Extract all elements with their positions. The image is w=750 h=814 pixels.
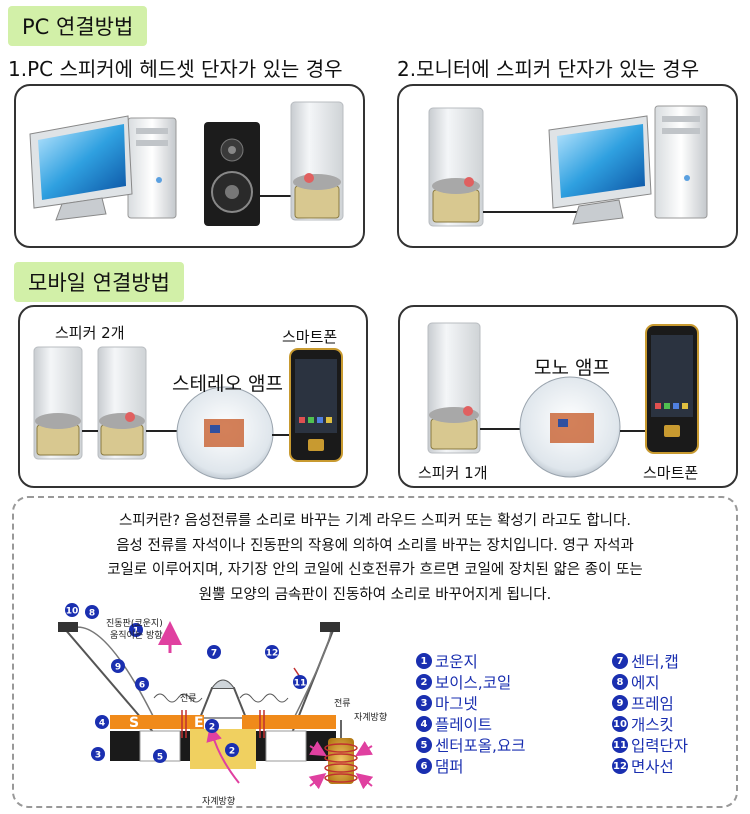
mono-amp-label: 모노 앰프 (534, 357, 610, 379)
explanation-box: 스피커란? 음성전류를 소리로 바꾸는 기계 라우드 스피커 또는 확성기 라고… (12, 496, 738, 808)
callout-number: 4 (99, 719, 105, 729)
pc-case2-title: 2.모니터에 스피커 단자가 있는 경우 (397, 57, 700, 81)
callout-number: 7 (211, 649, 217, 659)
pc-monitor-illustration (428, 105, 708, 227)
mono-smartphone-label: 스마트폰 (643, 464, 699, 482)
callout-number: 1 (133, 627, 139, 637)
explanation-line: 코일로 이루어지며, 자기장 안의 코일에 신호전류가 흐르면 코일에 장치된 … (107, 562, 643, 578)
vibration-direction-label-2: 움직이는 방향 (110, 631, 163, 641)
magnet-direction-label: 자계방향 (202, 797, 236, 807)
mono-illustration (427, 322, 699, 478)
speaker-1-label: 스피커 1개 (418, 464, 488, 482)
stereo-smartphone-label: 스마트폰 (282, 328, 338, 346)
pc-case1-title: 1.PC 스피커에 헤드셋 단자가 있는 경우 (8, 57, 343, 81)
coil-magnet-label: 자계방향 (354, 713, 388, 723)
pc-section-title: PC 연결방법 (8, 6, 148, 46)
magnet-s-label: S (129, 715, 140, 731)
mobile-section-title: 모바일 연결방법 (14, 262, 184, 302)
explanation-line: 음성 전류를 자석이나 진동판의 작용에 의하여 소리를 바꾸는 장치입니다. … (116, 537, 634, 554)
callout-number: 11 (294, 679, 307, 689)
explanation-text: 스피커란? 음성전류를 소리로 바꾸는 기계 라우드 스피커 또는 확성기 라고… (14, 509, 736, 607)
stereo-amp-label: 스테레오 앰프 (172, 373, 283, 395)
callout-number: 6 (139, 681, 145, 691)
pc-case2-panel (397, 84, 738, 248)
speaker-cross-section-diagram: 10 8 1 9 7 12 6 11 4 2 3 5 2 (58, 603, 340, 784)
speakers-2-label: 스피커 2개 (55, 324, 125, 342)
coil-current-label: 전류 (334, 699, 351, 709)
pc-headset-illustration (29, 101, 344, 226)
stereo-connection-panel: 스피커 2개 스테레오 앰프 스마트폰 (18, 305, 368, 488)
pc-case1-panel (14, 84, 365, 248)
explanation-line: 스피커란? 음성전류를 소리로 바꾸는 기계 라우드 스피커 또는 확성기 라고… (119, 513, 631, 529)
current-label: 전류 (180, 694, 197, 704)
callout-number: 2 (229, 747, 235, 757)
callout-number: 12 (266, 649, 279, 659)
magnet-e-label: E (194, 715, 204, 731)
callout-number: 8 (89, 609, 95, 619)
mono-connection-panel: 모노 앰프 스피커 1개 스마트폰 (398, 305, 738, 488)
stereo-illustration (33, 346, 343, 480)
callout-number: 10 (66, 607, 79, 617)
explanation-line: 원뿔 모양의 금속판이 진동하여 소리로 바꾸어지게 됩니다. (198, 586, 552, 603)
vibration-direction-label-1: 진동판(코운지) (106, 619, 163, 629)
callout-number: 3 (95, 751, 101, 761)
callout-number: 2 (209, 723, 215, 733)
coil-diagram (308, 720, 374, 790)
callout-number: 9 (115, 663, 121, 673)
callout-number: 5 (157, 753, 163, 763)
